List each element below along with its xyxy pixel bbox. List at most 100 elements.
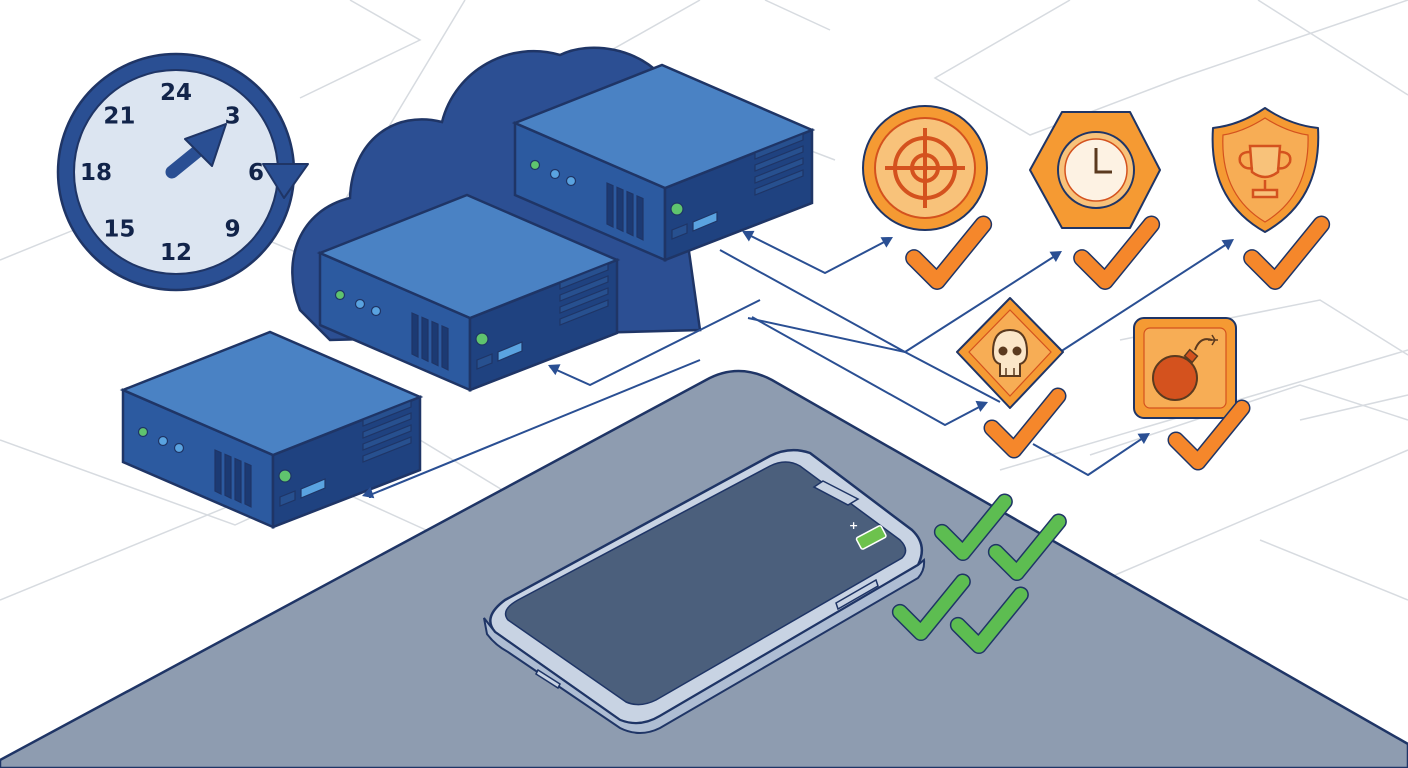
drive-bay [411, 312, 419, 358]
arrow-trophy-badge [1059, 241, 1231, 353]
clock-refresh-arrow-icon [262, 163, 309, 199]
arrow-bomb-badge [1032, 435, 1147, 476]
vent-slot [754, 145, 804, 172]
vent-slot [754, 133, 804, 160]
green-check-icon [891, 573, 971, 642]
status-led-icon [157, 435, 169, 447]
drive-bay [214, 449, 222, 495]
power-led-icon [475, 332, 489, 346]
status-led-icon [565, 175, 577, 187]
power-led-icon [278, 469, 292, 483]
phone-screen [504, 461, 907, 706]
skull-icon [991, 328, 1029, 377]
port-slot-active [300, 478, 326, 499]
vent-slot [362, 436, 412, 463]
clock-number-15: 15 [103, 217, 135, 243]
arrow-server-3-target [744, 232, 889, 274]
status-led-icon [334, 289, 346, 301]
clock-number-18: 18 [80, 160, 112, 186]
arrowhead-icon [1049, 251, 1062, 262]
orange-check-icon [1167, 399, 1251, 471]
target-badge [862, 105, 988, 231]
status-led-icon [370, 305, 382, 317]
drive-bay [431, 320, 439, 367]
drive-bay [224, 453, 232, 500]
status-led-icon [549, 168, 561, 180]
battery-plus-icon: + [849, 519, 858, 532]
skull-badge [956, 297, 1064, 409]
port-slot [279, 490, 296, 507]
power-led-icon [670, 202, 684, 216]
arrowhead-icon [1221, 239, 1234, 251]
vent-slot [754, 157, 804, 184]
drive-bay [616, 186, 624, 233]
vent-slot [559, 287, 609, 314]
port-slot [476, 353, 493, 370]
green-check-icon [933, 493, 1013, 562]
phone-edge [483, 558, 926, 734]
drive-bay [234, 457, 242, 504]
arrowhead-icon [548, 364, 561, 376]
clock-number-3: 3 [225, 103, 241, 129]
port-slot-active [692, 211, 718, 232]
server-top-panel [316, 193, 621, 320]
status-led-icon [137, 426, 149, 438]
clock-number-6: 6 [248, 160, 264, 186]
port-slot [671, 223, 688, 240]
vent-slot [362, 412, 412, 439]
arrow-server-2 [549, 299, 761, 386]
port-slot-active [497, 341, 523, 362]
clock-number-12: 12 [160, 240, 192, 266]
clock-icon [1057, 131, 1135, 209]
arrow-skull-from-phone [751, 316, 984, 426]
green-check-icon [949, 586, 1029, 655]
phone-charging-port [535, 668, 561, 690]
orange-check-icon [1243, 215, 1331, 290]
server-top-panel [119, 330, 424, 457]
arrowheads [362, 230, 1234, 499]
vent-slot [559, 275, 609, 302]
vent-slot [559, 263, 609, 290]
phone-notch [812, 480, 860, 506]
arrowhead-icon [742, 230, 755, 242]
trophy-badge [1211, 107, 1320, 233]
arrowhead-icon [1137, 433, 1150, 444]
trophy-icon [1238, 144, 1292, 199]
clock-number-9: 9 [225, 217, 241, 243]
drive-bay [441, 324, 449, 371]
clock-hand-arrow-icon [184, 123, 227, 167]
arrowhead-icon [362, 486, 375, 499]
battery-charging-icon [855, 525, 887, 550]
drive-bay [636, 194, 644, 241]
vent-slot [754, 169, 804, 196]
arrow-skull-badge [719, 249, 1001, 403]
vent-slot [559, 299, 609, 326]
clock-badge [1029, 111, 1161, 229]
drive-bay [626, 190, 634, 237]
drive-bay [606, 182, 614, 228]
orange-check-icon [983, 387, 1067, 459]
phone-side-button [835, 578, 879, 611]
arrowhead-icon [975, 400, 988, 412]
server-2 [316, 193, 621, 392]
status-led-icon [173, 442, 185, 454]
server-1 [119, 330, 424, 529]
clock-number-24: 24 [160, 80, 192, 106]
vent-slot [362, 424, 412, 451]
status-led-icon [529, 159, 541, 171]
drive-bay [421, 316, 429, 363]
arrowhead-icon [880, 237, 893, 248]
vent-slot [362, 400, 412, 427]
drive-bay [244, 461, 252, 508]
orange-check-icon [905, 215, 993, 290]
smartphone: + [483, 448, 926, 734]
server-3 [511, 63, 816, 262]
orange-check-icon [1073, 215, 1161, 290]
status-led-icon [354, 298, 366, 310]
green-check-icon [987, 513, 1067, 582]
server-top-panel [511, 63, 816, 190]
bomb-badge [1133, 317, 1237, 419]
